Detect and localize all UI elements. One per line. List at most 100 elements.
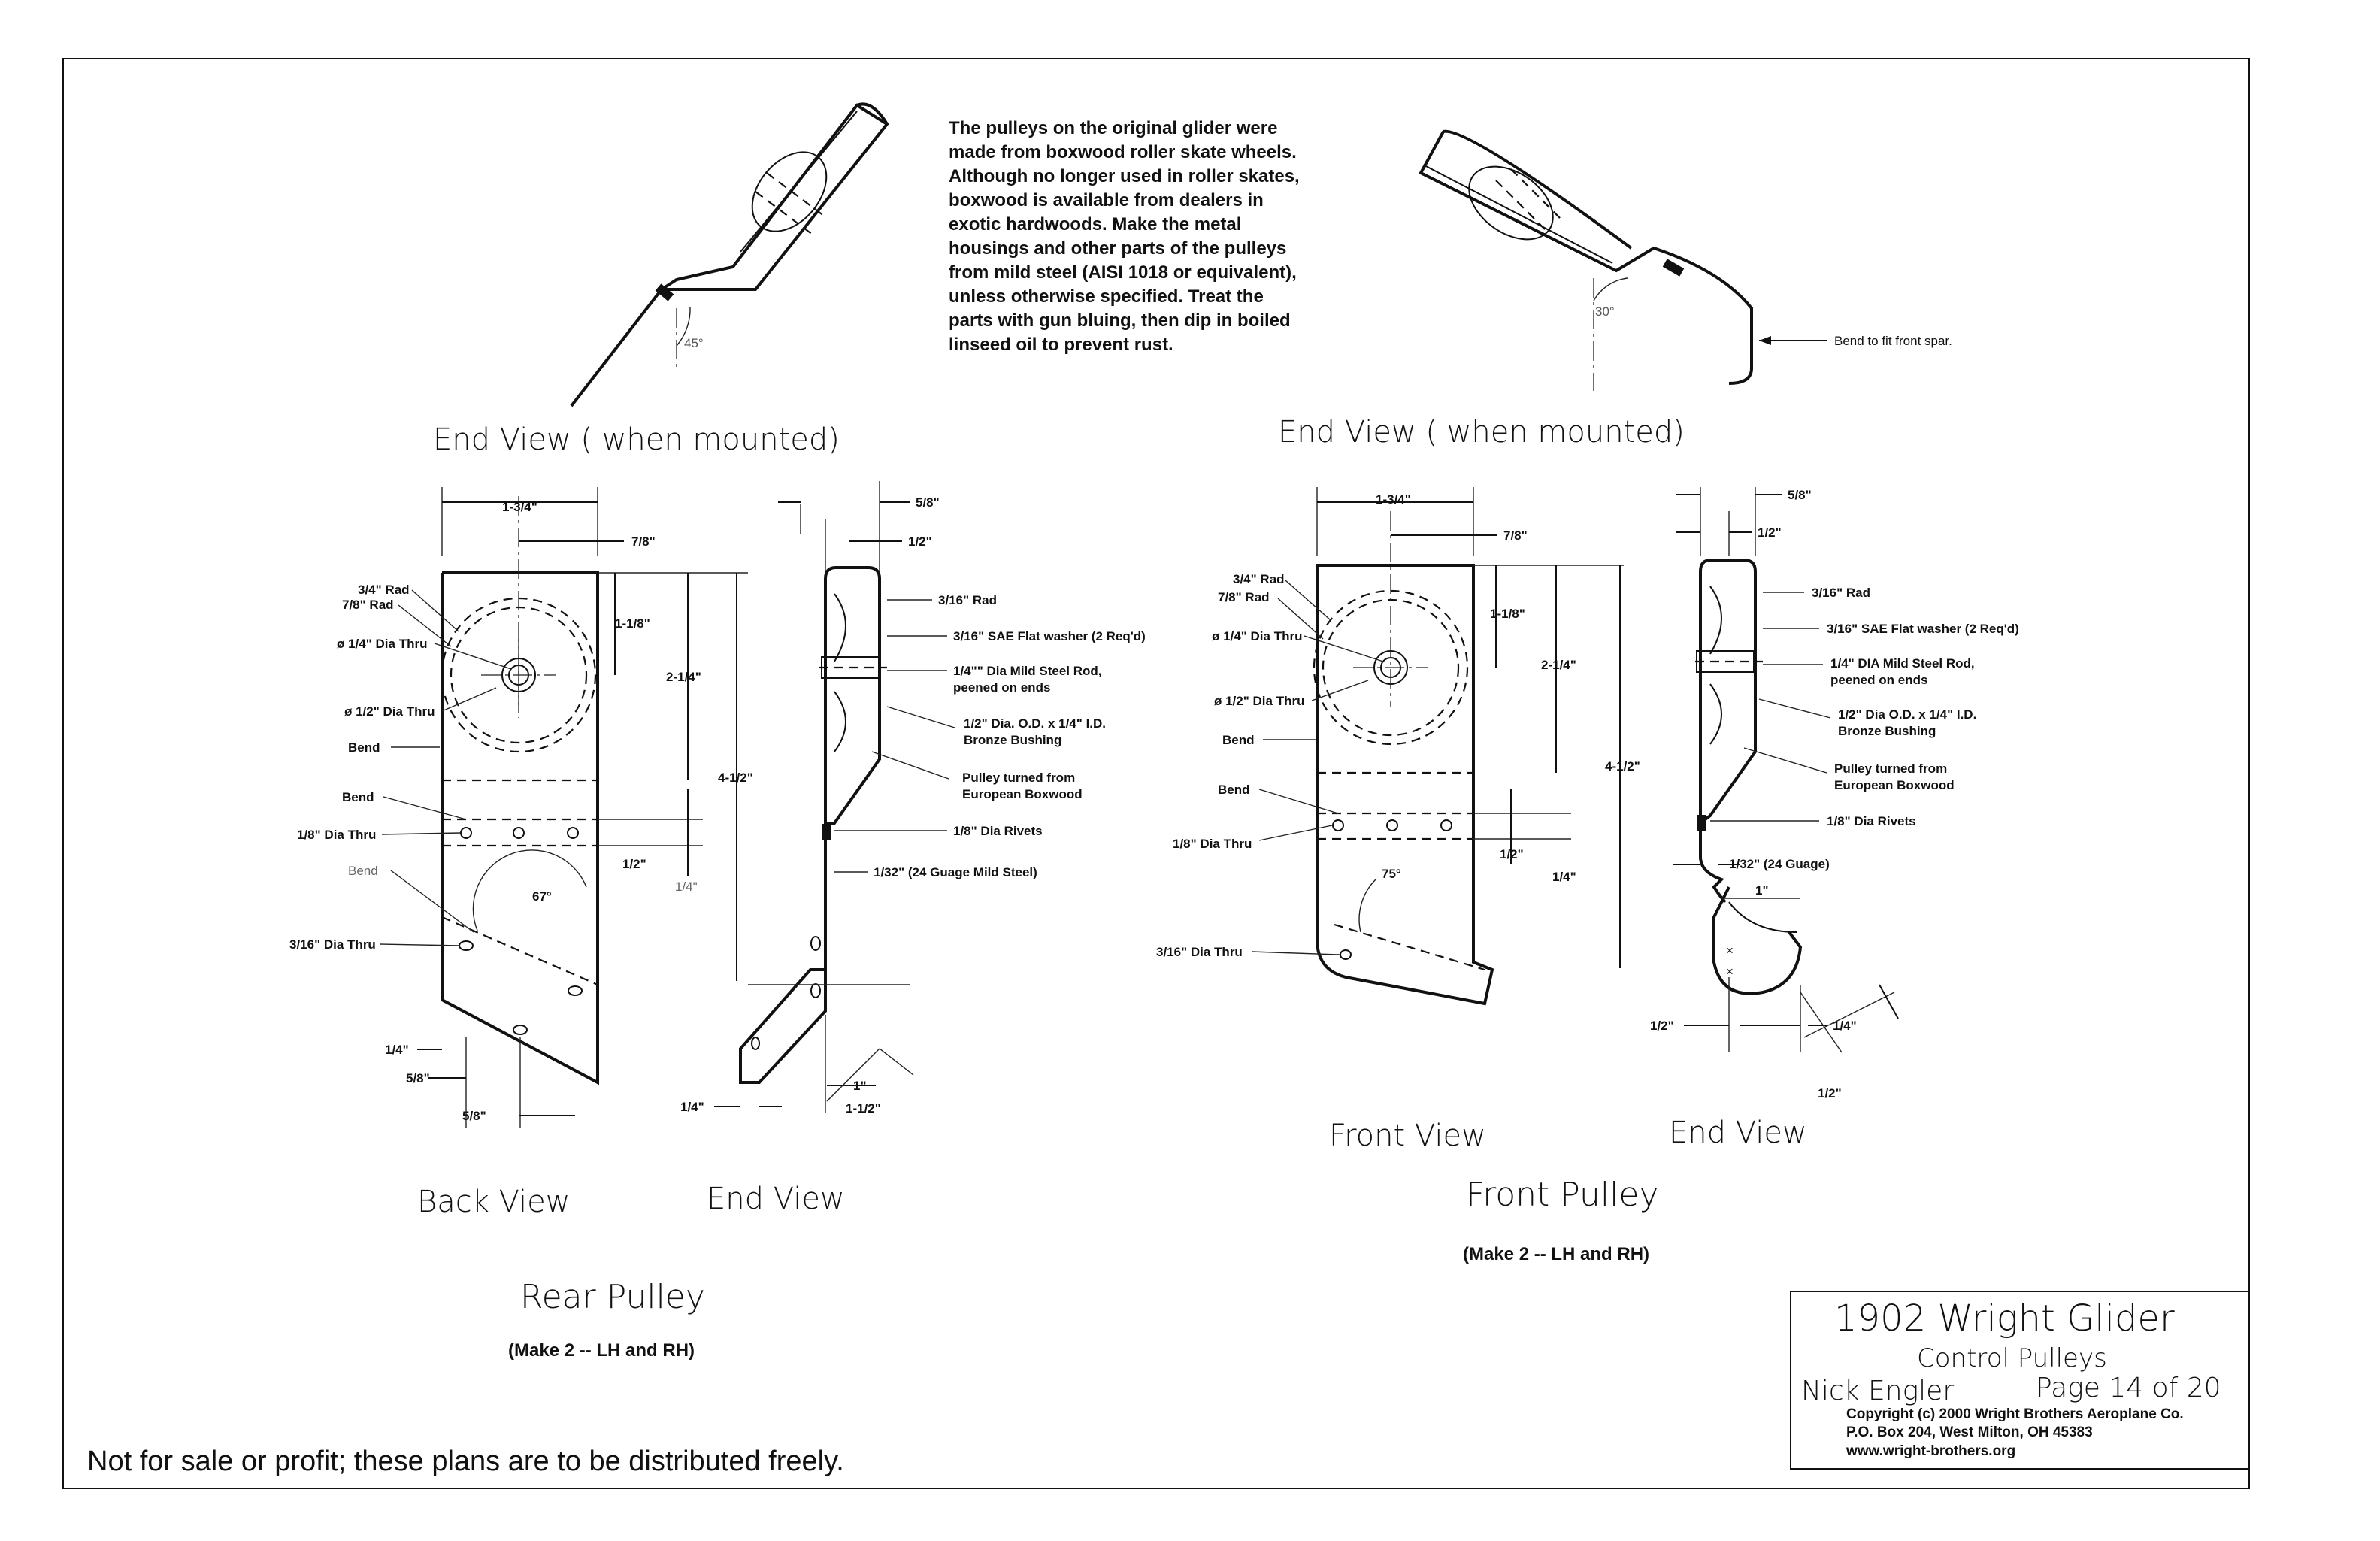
front-d2: 2-1/4" (1541, 658, 1576, 672)
title-block-subtitle: Control Pulleys (1917, 1343, 2107, 1373)
top-left-angle: 45° (684, 336, 704, 350)
front-end-gauge: 1/32" (24 Guage) (1729, 857, 1830, 871)
rear-end-top1: 5/8" (916, 495, 940, 510)
front-callout: Pulley turned from (1834, 761, 1947, 776)
rear-end-b2: 1" (853, 1079, 867, 1093)
rear-callout: 3/16" SAE Flat washer (2 Req'd) (953, 629, 1146, 643)
front-d1: 1-1/8" (1490, 607, 1525, 621)
front-front-view: 75° 1-3/4" 7/8" 1-1/8" 2-1/4" 4-1/2" 1/2… (1156, 487, 1640, 1153)
title-block-address: P.O. Box 204, West Milton, OH 45383 (1846, 1424, 2093, 1440)
front-pulley-title: Front Pulley (1466, 1176, 1658, 1214)
rear-pulley-title: Rear Pulley (520, 1278, 705, 1316)
front-end-view: × × 5/8" 1/2" 3/16" Rad 3/16" SAE Flat w… (1650, 487, 2019, 1150)
rear-width-dim: 1-3/4" (502, 500, 537, 514)
bend-callout: Bend to fit front spar. (1834, 334, 1952, 348)
front-hole18: 1/8" Dia Thru (1173, 837, 1252, 851)
front-callout: Bronze Bushing (1838, 724, 1936, 738)
note-line: boxwood is available from dealers in (949, 190, 1264, 210)
note-line: Although no longer used in roller skates… (949, 166, 1300, 186)
title-block-page: Page 14 of 20 (2036, 1373, 2221, 1403)
front-pulley-make: (Make 2 -- LH and RH) (1463, 1244, 1649, 1264)
title-block-author: Nick Engler (1801, 1376, 1954, 1406)
rear-callout: 3/16" Rad (938, 593, 997, 607)
rear-callout: Pulley turned from (962, 770, 1075, 785)
rear-end-b1: 1/4" (680, 1100, 704, 1114)
rear-rad78: 7/8" Rad (342, 598, 394, 612)
rear-end-caption: End View (707, 1182, 845, 1216)
rear-end-b3: 1-1/2" (846, 1101, 881, 1116)
rear-d5: 1/4" (675, 879, 698, 894)
rear-callout: Bronze Bushing (964, 733, 1061, 747)
front-callout: 1/4" DIA Mild Steel Rod, (1830, 656, 1975, 671)
top-right-caption: End View ( when mounted) (1278, 415, 1685, 450)
front-callout: 1/8" Dia Rivets (1827, 814, 1916, 828)
top-right-end-view: 30° Bend to fit front spar. End View ( w… (1278, 129, 1952, 450)
front-hole316: 3/16" Dia Thru (1156, 945, 1243, 959)
front-callout: 3/16" Rad (1812, 586, 1870, 600)
note-line: linseed oil to prevent rust. (949, 335, 1173, 355)
front-end-w: 1" (1755, 883, 1769, 898)
footer-notice: Not for sale or profit; these plans are … (87, 1446, 844, 1477)
front-end-b3: 1/2" (1818, 1086, 1842, 1100)
rear-hole316: 3/16" Dia Thru (289, 937, 376, 952)
rear-offset-dim: 7/8" (631, 534, 656, 549)
rear-bend1: Bend (348, 740, 380, 755)
rivet-mark: × (1726, 943, 1734, 958)
rear-rad34: 3/4" Rad (358, 583, 410, 597)
front-end-caption: End View (1669, 1116, 1807, 1150)
rear-end-view: 5/8" 1/2" 3/16" Rad 3/16" SAE Flat washe… (680, 481, 1146, 1216)
front-d5: 1/4" (1552, 870, 1576, 884)
title-block-website: www.wright-brothers.org (1846, 1443, 2015, 1459)
front-offset-dim: 7/8" (1503, 528, 1528, 543)
note-line: The pulleys on the original glider were (949, 118, 1277, 138)
rear-end-top2: 1/2" (908, 534, 932, 549)
rear-bend3: Bend (348, 864, 378, 878)
intro-note: The pulleys on the original glider were … (949, 118, 1300, 355)
front-callout: 3/16" SAE Flat washer (2 Req'd) (1827, 622, 2019, 636)
front-end-b1: 1/2" (1650, 1019, 1674, 1033)
rear-b1: 1/4" (385, 1043, 409, 1057)
front-hole12: ø 1/2" Dia Thru (1214, 694, 1304, 708)
front-rad78: 7/8" Rad (1218, 590, 1270, 604)
front-callout: peened on ends (1830, 673, 1927, 687)
rear-hole12: ø 1/2" Dia Thru (344, 704, 435, 719)
top-left-end-view: 45° End View ( when mounted) (433, 102, 889, 457)
front-bend1: Bend (1222, 733, 1255, 747)
front-bend2: Bend (1218, 783, 1250, 797)
rear-callout: 1/8" Dia Rivets (953, 824, 1043, 838)
note-line: housings and other parts of the pulleys (949, 238, 1286, 259)
rear-callout: peened on ends (953, 680, 1050, 695)
front-callout: 1/2" Dia O.D. x 1/4" I.D. (1838, 707, 1976, 722)
rear-pulley-make: (Make 2 -- LH and RH) (508, 1340, 695, 1361)
rear-b3: 5/8" (462, 1109, 486, 1123)
rear-callout: 1/4"" Dia Mild Steel Rod, (953, 664, 1102, 678)
rear-angle: 67° (532, 889, 552, 904)
rear-d1: 1-1/8" (615, 616, 650, 631)
rear-hole18: 1/8" Dia Thru (297, 828, 376, 842)
rear-hole14: ø 1/4" Dia Thru (337, 637, 427, 651)
front-hole14: ø 1/4" Dia Thru (1212, 629, 1302, 643)
sheet-border (62, 58, 2250, 1489)
title-block-title: 1902 Wright Glider (1834, 1297, 2175, 1340)
note-line: exotic hardwoods. Make the metal (949, 214, 1241, 235)
front-width-dim: 1-3/4" (1376, 492, 1411, 507)
front-end-top2: 1/2" (1758, 525, 1782, 540)
top-right-angle: 30° (1595, 304, 1615, 319)
front-front-caption: Front View (1329, 1119, 1486, 1153)
front-callout: European Boxwood (1834, 778, 1955, 792)
rear-back-caption: Back View (417, 1185, 571, 1219)
rear-d2: 2-1/4" (666, 670, 701, 684)
front-rad34: 3/4" Rad (1233, 572, 1285, 586)
front-end-b2: 1/4" (1833, 1019, 1857, 1033)
rear-callout: 1/2" Dia. O.D. x 1/4" I.D. (964, 716, 1106, 731)
note-line: parts with gun bluing, then dip in boile… (949, 310, 1291, 331)
rear-bend2: Bend (342, 790, 374, 804)
rear-d3: 4-1/2" (718, 770, 753, 785)
rear-b2: 5/8" (406, 1071, 430, 1085)
top-left-caption: End View ( when mounted) (433, 422, 840, 457)
front-angle: 75° (1382, 867, 1401, 881)
front-d4: 1/2" (1500, 847, 1524, 861)
rear-callout: 1/32" (24 Guage Mild Steel) (874, 865, 1037, 879)
note-line: made from boxwood roller skate wheels. (949, 142, 1297, 162)
